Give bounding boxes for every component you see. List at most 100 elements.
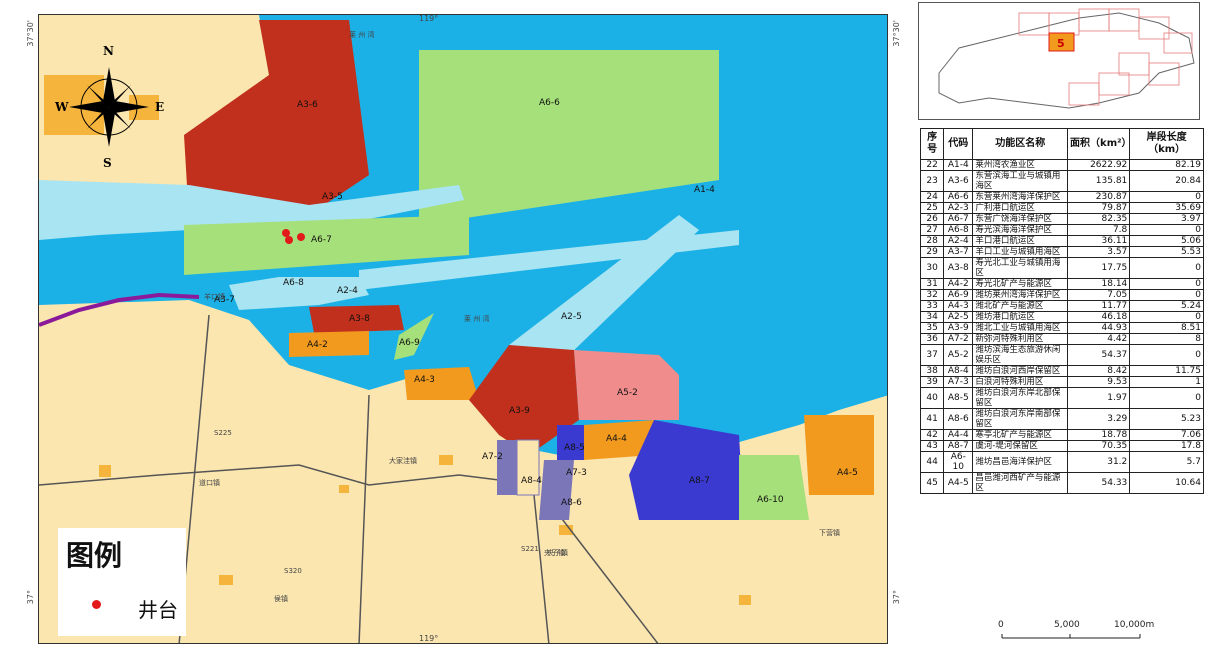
table-cell: 135.81 bbox=[1067, 170, 1131, 192]
table-cell: 37 bbox=[919, 344, 945, 366]
table-cell: A3-9 bbox=[943, 322, 974, 334]
zone-A6-10 bbox=[739, 455, 809, 520]
table-cell: 230.87 bbox=[1067, 191, 1131, 203]
table-cell: 0 bbox=[1129, 387, 1204, 409]
legend-box: 图例 bbox=[58, 528, 186, 636]
zone-A4-5 bbox=[804, 415, 874, 495]
table-cell: 寒亭北矿产与能源区 bbox=[972, 429, 1069, 441]
zone-label: A7-2 bbox=[482, 452, 503, 462]
coord-bottom: 119° bbox=[419, 634, 439, 643]
table-cell: 5.24 bbox=[1129, 300, 1204, 312]
zone-label: A8-5 bbox=[564, 443, 585, 453]
table-cell: 7.06 bbox=[1129, 429, 1204, 441]
zone-label: A1-4 bbox=[694, 185, 715, 195]
table-cell: 0 bbox=[1129, 257, 1204, 279]
zone-A3-6 bbox=[184, 20, 369, 220]
table-cell: 潍北工业与城镇用海区 bbox=[972, 322, 1069, 334]
table-cell: 38 bbox=[919, 365, 945, 377]
zone-label: A6-6 bbox=[539, 98, 560, 108]
scale-label-10000: 10,000m bbox=[1114, 620, 1155, 630]
zone-A8-4 bbox=[516, 439, 540, 496]
zone-label: A3-6 bbox=[297, 100, 318, 110]
land-area-south bbox=[39, 300, 887, 643]
table-cell: 寿光北工业与城镇用海区 bbox=[972, 257, 1069, 279]
zone-label: A3-5 bbox=[322, 192, 343, 202]
zone-A3-5 bbox=[39, 180, 464, 240]
zone-A6-7 bbox=[184, 215, 469, 275]
table-cell: 9.53 bbox=[1067, 376, 1131, 388]
place-label: 莱 州 湾 bbox=[464, 314, 489, 323]
table-cell: 广利港口航运区 bbox=[972, 202, 1069, 214]
table-cell: 24 bbox=[919, 191, 945, 203]
zone-label: A3-8 bbox=[349, 314, 370, 324]
table-cell: 28 bbox=[919, 235, 945, 247]
table-cell: 寿光北矿产与能源区 bbox=[972, 278, 1069, 290]
table-cell: 25 bbox=[919, 202, 945, 214]
table-cell: 20.84 bbox=[1129, 170, 1204, 192]
table-header-cell: 功能区名称 bbox=[972, 128, 1069, 160]
table-cell: A4-4 bbox=[943, 429, 974, 441]
table-cell: A8-5 bbox=[943, 387, 974, 409]
zone-label: A4-5 bbox=[837, 468, 858, 478]
table-cell: 羊口工业与城镇用海区 bbox=[972, 246, 1069, 258]
table-cell: 寿光滨海海洋保护区 bbox=[972, 224, 1069, 236]
compass-west: W bbox=[54, 100, 69, 114]
table-cell: 11.75 bbox=[1129, 365, 1204, 377]
table-cell: 潍坊白浪河西岸保留区 bbox=[972, 365, 1069, 377]
table-cell: A8-4 bbox=[943, 365, 974, 377]
table-cell: 8.51 bbox=[1129, 322, 1204, 334]
table-cell: 4.42 bbox=[1067, 333, 1131, 345]
table-cell: 41 bbox=[919, 408, 945, 430]
zone-label: A6-8 bbox=[283, 278, 304, 288]
zone-label: A8-7 bbox=[689, 476, 710, 486]
table-cell: 40 bbox=[919, 387, 945, 409]
place-label: S221 bbox=[521, 545, 539, 553]
zone-label: A2-5 bbox=[561, 312, 582, 322]
zone-label: A4-2 bbox=[307, 340, 328, 350]
table-cell: 54.37 bbox=[1067, 344, 1131, 366]
table-cell: 7.05 bbox=[1067, 289, 1131, 301]
table-cell: 3.97 bbox=[1129, 213, 1204, 225]
zone-A4-3 bbox=[404, 367, 479, 400]
place-label: 侯镇 bbox=[274, 594, 288, 603]
table-cell: 1.97 bbox=[1067, 387, 1131, 409]
zone-A8-7 bbox=[629, 420, 744, 520]
scale-label-0: 0 bbox=[998, 620, 1004, 630]
table-cell: 潍坊莱州湾海洋保护区 bbox=[972, 289, 1069, 301]
table-cell: 79.87 bbox=[1067, 202, 1131, 214]
table-cell: 东营莱州湾海洋保护区 bbox=[972, 191, 1069, 203]
table-cell: A2-4 bbox=[943, 235, 974, 247]
coord-left-top: 37°30' bbox=[26, 20, 35, 47]
table-cell: 虞河-堤河保留区 bbox=[972, 440, 1069, 452]
well-point bbox=[285, 236, 293, 244]
zone-label: A6-9 bbox=[399, 338, 420, 348]
table-cell: 82.19 bbox=[1129, 159, 1204, 171]
zone-label: A3-9 bbox=[509, 406, 530, 416]
table-cell: A6-7 bbox=[943, 213, 974, 225]
table-cell: 昌邑潍河西矿产与能源区 bbox=[972, 472, 1069, 494]
coord-top: 119° bbox=[419, 14, 439, 23]
scale-bar: 0 5,000 10,000m bbox=[990, 620, 1190, 646]
table-cell: A3-7 bbox=[943, 246, 974, 258]
zone-label: A8-6 bbox=[561, 498, 582, 508]
zone-A2-5 bbox=[509, 215, 699, 355]
table-cell: 46.18 bbox=[1067, 311, 1131, 323]
table-cell: 22 bbox=[919, 159, 945, 171]
zone-A4-4 bbox=[584, 420, 654, 460]
table-cell: 44 bbox=[919, 451, 945, 473]
table-cell: 11.77 bbox=[1067, 300, 1131, 312]
zone-A5-2 bbox=[574, 350, 679, 420]
zone-label: A6-7 bbox=[311, 235, 332, 245]
zone-label: A8-4 bbox=[521, 476, 542, 486]
